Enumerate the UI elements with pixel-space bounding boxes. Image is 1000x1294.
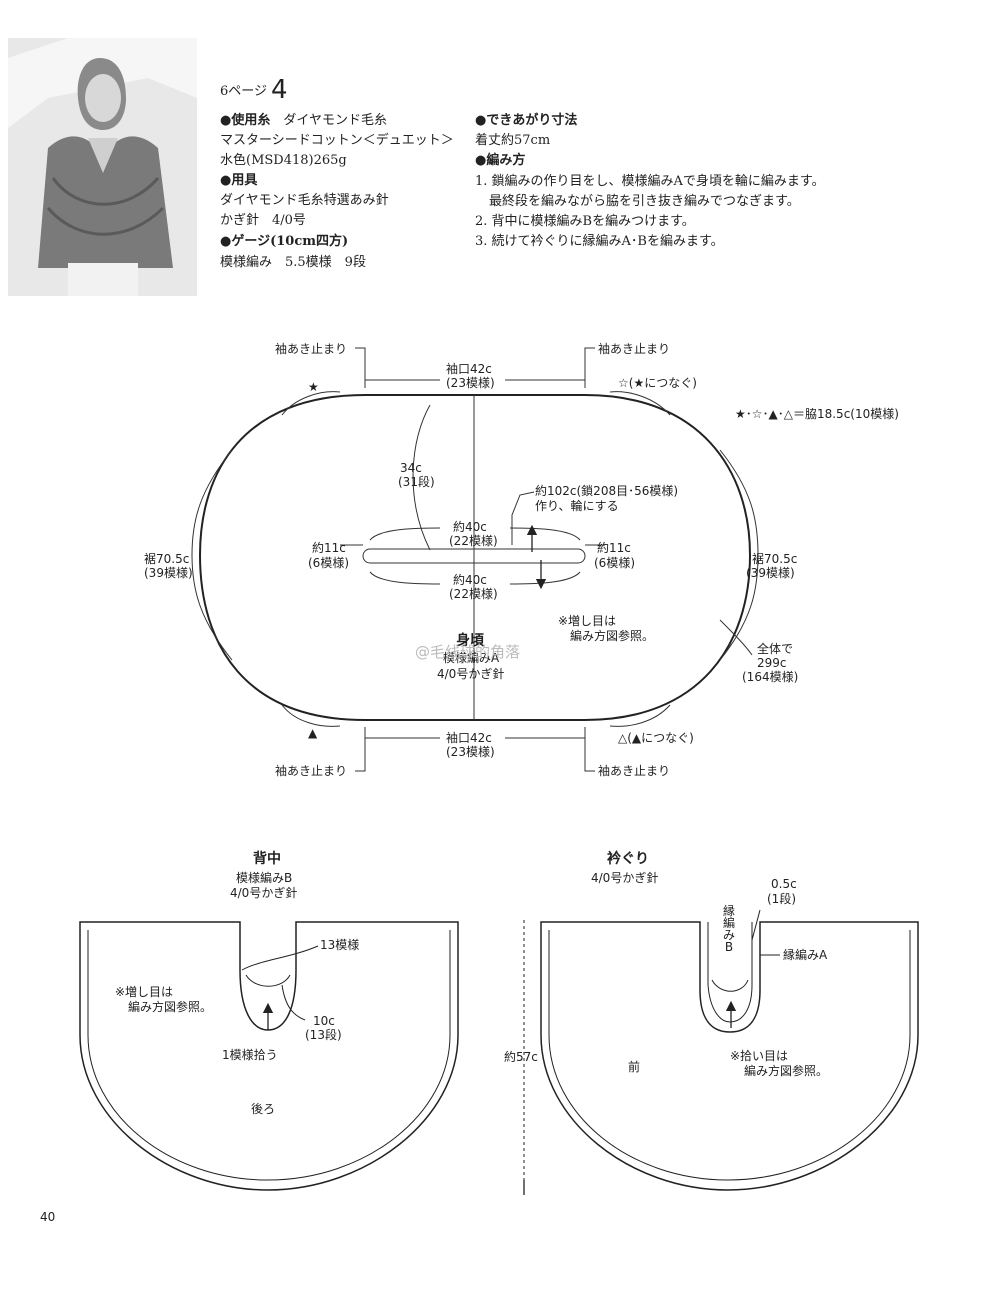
model-illustration bbox=[8, 38, 197, 296]
hem-right-width: 裾70.5c bbox=[752, 552, 798, 566]
back-note-line-2: 編み方図参照。 bbox=[128, 1000, 213, 1014]
black-star-mark: ★ bbox=[308, 380, 319, 394]
back-height: 10c bbox=[313, 1014, 335, 1028]
back-note-line-1: ※増し目は bbox=[115, 985, 174, 999]
edging-b-width: 0.5c bbox=[771, 877, 797, 891]
back-height-rows: (13段) bbox=[305, 1028, 342, 1042]
hem-left-width: 裾70.5c bbox=[144, 552, 190, 566]
bottom-cuff-width: 袖口42c bbox=[446, 731, 492, 745]
method-step-1-cont: 最終段を編みながら脇を引き抜き編みでつなぎます。 bbox=[489, 194, 800, 209]
dimension-lines bbox=[191, 347, 759, 772]
sleeve-stop-top-right: 袖あき止まり bbox=[598, 342, 671, 356]
edging-b-rows: (1段) bbox=[767, 892, 796, 906]
body-label: 身頃 bbox=[456, 633, 484, 649]
yarn-heading: ●使用糸 ダイヤモンド毛糸 bbox=[220, 113, 387, 128]
body-pattern: 模様編みA bbox=[443, 651, 500, 665]
size-heading: ●できあがり寸法 bbox=[475, 113, 578, 128]
edging-a-label: 縁編みA bbox=[783, 948, 828, 962]
watermark: @毛线球的角落 bbox=[415, 643, 521, 661]
method-step-3: 3. 続けて衿ぐりに縁編みA･Bを編みます。 bbox=[475, 234, 724, 249]
model-photo bbox=[8, 38, 197, 296]
page-number: 40 bbox=[40, 1210, 56, 1224]
total-count: (164模様) bbox=[742, 670, 799, 684]
top-cuff-count: (23模様) bbox=[446, 376, 495, 390]
edging-b-label: 縁編みB bbox=[722, 904, 735, 954]
top-cuff-width: 袖口42c bbox=[446, 362, 492, 376]
neck-hook: 4/0号かぎ針 bbox=[591, 871, 659, 885]
gauge-heading: ●ゲージ(10cm四方) bbox=[220, 234, 349, 249]
back-title: 背中 bbox=[253, 851, 281, 867]
tools-heading: ●用具 bbox=[220, 173, 258, 188]
body-outline bbox=[198, 394, 752, 721]
yarn-name: マスターシードコットン＜デュエット＞ bbox=[220, 133, 454, 148]
front-piece-outline bbox=[523, 909, 919, 1195]
neck-title: 衿ぐり bbox=[607, 851, 649, 867]
back-piece-outline bbox=[79, 921, 459, 1191]
center-bottom-width: 約40c bbox=[453, 573, 487, 587]
increase-note-line-1: ※増し目は bbox=[558, 614, 617, 628]
right-end-width: 約11c bbox=[597, 541, 631, 555]
side-seam-note: ★･☆･▲･△＝脇18.5c(10模様) bbox=[735, 407, 899, 421]
hem-left-count: (39模様) bbox=[144, 566, 193, 580]
body-height-rows: (31段) bbox=[398, 475, 435, 489]
center-top-count: (22模様) bbox=[449, 534, 498, 548]
foundation-chain-note: 作り、輪にする bbox=[535, 499, 619, 513]
sleeve-stop-bottom-left: 袖あき止まり bbox=[275, 764, 348, 778]
total-label: 全体で bbox=[757, 642, 794, 656]
front-piece-label: 前 bbox=[628, 1060, 641, 1074]
method-step-2: 2. 背中に模様編みBを編みつけます。 bbox=[475, 214, 695, 229]
back-pattern-count: 13模様 bbox=[320, 938, 360, 952]
neck-note-line-2: 編み方図参照。 bbox=[744, 1064, 829, 1078]
sleeve-stop-top-left: 袖あき止まり bbox=[275, 342, 348, 356]
hem-right-count: (39模様) bbox=[746, 566, 795, 580]
gauge-value: 模様編み 5.5模様 9段 bbox=[220, 255, 366, 270]
increase-note-line-2: 編み方図参照。 bbox=[570, 629, 655, 643]
left-end-count: (6模様) bbox=[308, 556, 349, 570]
black-triangle-mark: ▲ bbox=[308, 726, 318, 740]
white-triangle-note: △(▲につなぐ) bbox=[618, 731, 694, 745]
back-pickup: 1模様拾う bbox=[222, 1048, 278, 1062]
back-hook: 4/0号かぎ針 bbox=[230, 886, 298, 900]
size-value: 着丈約57cm bbox=[475, 133, 551, 148]
method-step-1: 1. 鎖編みの作り目をし、模様編みAで身頃を輪に編みます。 bbox=[475, 174, 825, 189]
center-bottom-count: (22模様) bbox=[449, 587, 498, 601]
tools-line-2: かぎ針 4/0号 bbox=[220, 213, 306, 228]
white-star-note: ☆(★につなぐ) bbox=[618, 376, 697, 390]
arrows bbox=[262, 524, 737, 1195]
front-length: 約57c bbox=[504, 1050, 538, 1064]
left-end-width: 約11c bbox=[312, 541, 346, 555]
yarn-color: 水色(MSD418)265g bbox=[220, 153, 347, 168]
back-piece-label: 後ろ bbox=[251, 1102, 276, 1116]
total-length: 299c bbox=[757, 656, 787, 670]
body-height: 34c bbox=[400, 461, 422, 475]
sleeve-stop-bottom-right: 袖あき止まり bbox=[598, 764, 671, 778]
neck-note-line-1: ※拾い目は bbox=[730, 1049, 789, 1063]
body-hook: 4/0号かぎ針 bbox=[437, 667, 505, 681]
back-pattern: 模様編みB bbox=[236, 871, 293, 885]
center-top-width: 約40c bbox=[453, 520, 487, 534]
bottom-cuff-count: (23模様) bbox=[446, 745, 495, 759]
right-end-count: (6模様) bbox=[594, 556, 635, 570]
tools-line-1: ダイヤモンド毛糸特選あみ針 bbox=[220, 193, 389, 208]
foundation-chain: 約102c(鎖208目･56模様) bbox=[535, 484, 679, 498]
method-heading: ●編み方 bbox=[475, 153, 526, 168]
